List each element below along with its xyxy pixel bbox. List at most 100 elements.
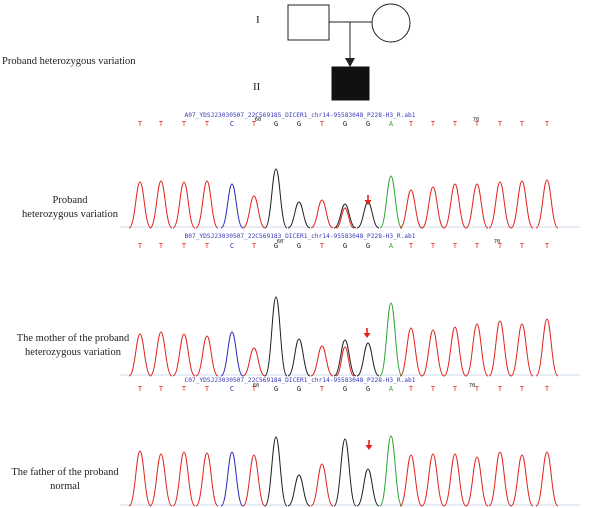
panel-1-base-letter: G	[343, 120, 347, 128]
panel-3-peak	[128, 450, 152, 507]
panel-3-filename: C07_YDSJ23030507_22C569184_DICER1_chr14-…	[184, 377, 416, 384]
panel-1-base-letter: T	[431, 120, 436, 128]
panel-2-base-letter: T	[320, 242, 325, 250]
panel-2-base-letter: G	[366, 242, 370, 250]
panel-3-peak	[242, 454, 266, 507]
panel-2-peak	[535, 318, 559, 377]
panel-3-peak	[379, 435, 403, 507]
panel-3-peak	[333, 438, 357, 507]
panel-2-filename: B07_YDSJ23030507_22C569183_DICER1_chr14-…	[184, 233, 416, 240]
panel-1-peak	[399, 189, 423, 229]
panel-3-base-letter: T	[431, 385, 436, 393]
panel-1-peak	[264, 168, 288, 229]
panel-1-peak	[310, 199, 334, 229]
generation-label-2: II	[253, 81, 261, 93]
panel-3-label-line-1: The father of the proband	[11, 467, 119, 478]
panel-1-secondary-peak	[335, 207, 355, 229]
father-symbol	[287, 4, 330, 41]
panel-1-base-letter: G	[274, 120, 278, 128]
panel-2-peak	[149, 331, 173, 377]
panel-1-filename: A07_YDSJ23030507_22C569185_DICER1_chr14-…	[184, 112, 416, 119]
panel-1-base-letter: A	[389, 120, 394, 128]
panel-1-peak	[128, 181, 152, 229]
panel-3-peak	[488, 451, 512, 507]
panel-1-peak	[443, 183, 467, 229]
mother-symbol	[371, 3, 411, 43]
panel-3-peak	[195, 452, 219, 507]
panel-1-base-letter: C	[230, 120, 234, 128]
panel-3-base-letter: T	[159, 385, 164, 393]
panel-1-base-letter: T	[205, 120, 210, 128]
panel-1-base-letter: T	[475, 120, 480, 128]
panel-1-peak	[465, 183, 489, 229]
panel-1-base-letter: T	[320, 120, 325, 128]
panel-1-label-line-2: heterozygous variation	[22, 209, 118, 220]
panel-2-base-letter: G	[343, 242, 347, 250]
panel-2-base-letter: T	[545, 242, 550, 250]
panel-1-peak	[379, 175, 403, 229]
panel-3-label: The father of the proband normal	[4, 466, 126, 494]
panel-1-base-letter: T	[409, 120, 414, 128]
panel-1-base-letter: T	[182, 120, 187, 128]
panel-2-label-line-1: The mother of the proband	[16, 333, 130, 344]
panel-1-variant-arrowhead	[364, 200, 372, 205]
panel-1-position-marker: 70	[473, 117, 480, 123]
panel-3-position-marker: 70	[469, 383, 476, 389]
panel-3-peak	[264, 436, 288, 507]
panel-3-base-letter: T	[520, 385, 525, 393]
panel-3-base-letter: G	[297, 385, 301, 393]
panel-2-position-marker: 70	[494, 239, 501, 245]
panel-1-peak	[356, 201, 380, 229]
panel-2-base-letter: A	[389, 242, 394, 250]
panel-3-base-letter: G	[274, 385, 278, 393]
panel-2-base-letter: T	[182, 242, 187, 250]
panel-1-base-letter: T	[498, 120, 503, 128]
panel-3-base-letter: T	[409, 385, 414, 393]
panel-3-base-letter: T	[545, 385, 550, 393]
panel-1-base-letter: T	[545, 120, 550, 128]
proband-symbol	[331, 66, 370, 101]
panel-2-base-letter: G	[297, 242, 301, 250]
panel-2-base-letter: T	[520, 242, 525, 250]
panel-2-peak	[220, 331, 244, 377]
panel-1-peak	[421, 186, 445, 229]
panel-1-peak	[172, 181, 196, 229]
panel-3-peak	[510, 454, 534, 507]
panel-2-peak	[379, 302, 403, 377]
panel-3-base-letter: T	[252, 385, 257, 393]
panel-2-label-line-2: heterozygous variation	[25, 347, 121, 358]
panel-3-peak	[172, 451, 196, 507]
panel-2-base-letter: T	[475, 242, 480, 250]
panel-1-base-letter: T	[138, 120, 143, 128]
panel-2-peak	[510, 323, 534, 377]
panel-1-peak	[220, 183, 244, 229]
panel-3-base-letter: T	[498, 385, 503, 393]
generation-label-1: I	[256, 14, 260, 26]
panel-2-base-letter: T	[252, 242, 257, 250]
panel-1-position-marker: 60	[255, 117, 262, 123]
panel-2-base-letter: T	[453, 242, 458, 250]
panel-2-base-letter: T	[498, 242, 503, 250]
panel-1-base-letter: T	[159, 120, 164, 128]
panel-2-peak	[264, 296, 288, 377]
panel-2-secondary-peak	[335, 346, 355, 377]
panel-2-peak	[287, 338, 311, 377]
panel-2-base-letter: T	[138, 242, 143, 250]
panel-2-base-letter: T	[431, 242, 436, 250]
panel-3-base-letter: T	[138, 385, 143, 393]
panel-2-peak	[195, 335, 219, 377]
panel-2-peak	[172, 333, 196, 377]
panel-3-base-letter: T	[182, 385, 187, 393]
panel-3-peak	[287, 474, 311, 507]
panel-3-variant-arrowhead	[365, 445, 373, 450]
panel-1-peak	[510, 180, 534, 229]
panel-3-position-marker: 60	[253, 383, 260, 389]
panel-3-base-letter: G	[366, 385, 370, 393]
panel-2-peak	[310, 345, 334, 377]
panel-1-peak	[287, 201, 311, 229]
panel-1-peak	[195, 180, 219, 229]
